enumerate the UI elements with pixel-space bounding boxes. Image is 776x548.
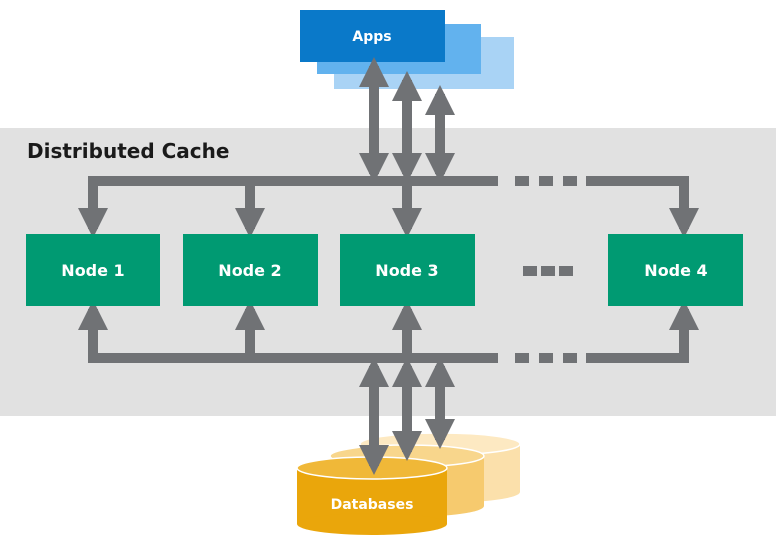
- cache-title: Distributed Cache: [27, 139, 229, 163]
- top-dot-3: [563, 176, 577, 186]
- db-cylinder-front: [296, 456, 448, 535]
- node-2-box: [183, 234, 318, 306]
- top-dot-2: [539, 176, 553, 186]
- node-dot-2: [541, 266, 555, 276]
- bottom-dot-3: [563, 353, 577, 363]
- top-bus-right-line: [586, 176, 699, 238]
- bottom-dot-2: [539, 353, 553, 363]
- node-dot-1: [523, 266, 537, 276]
- node-1[interactable]: Node 1: [26, 234, 160, 306]
- node-4-box: [608, 234, 743, 306]
- node-1-label: Node 1: [61, 261, 124, 280]
- node-ellipsis: [523, 266, 573, 276]
- node-3-box: [340, 234, 475, 306]
- node-1-box: [26, 234, 160, 306]
- bottom-bus-ellipsis: [515, 353, 577, 363]
- apps-cache-arrows: [359, 57, 455, 183]
- node-2[interactable]: Node 2: [183, 234, 318, 306]
- node-3-label: Node 3: [375, 261, 438, 280]
- top-bus-ellipsis: [515, 176, 577, 186]
- node-4-label: Node 4: [644, 261, 707, 280]
- bottom-bus-right-line: [586, 300, 699, 363]
- node-2-label: Node 2: [218, 261, 281, 280]
- node-3[interactable]: Node 3: [340, 234, 475, 306]
- node-dot-3: [559, 266, 573, 276]
- bottom-dot-1: [515, 353, 529, 363]
- cache-db-arrows: [359, 357, 455, 475]
- apps-stack[interactable]: Apps: [300, 10, 514, 89]
- apps-box-front: [300, 10, 445, 62]
- top-dot-1: [515, 176, 529, 186]
- node-4[interactable]: Node 4: [608, 234, 743, 306]
- databases-label: Databases: [331, 497, 414, 513]
- apps-label: Apps: [352, 29, 391, 45]
